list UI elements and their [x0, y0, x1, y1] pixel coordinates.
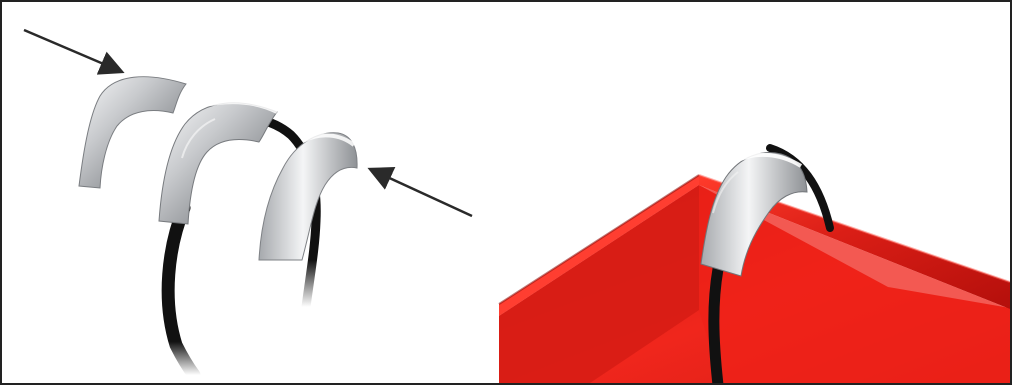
edge-protector-clip	[258, 132, 358, 261]
edge-protector-clip	[700, 152, 808, 277]
red-box-edge	[498, 174, 1010, 383]
edge-protector-clip	[158, 100, 278, 225]
arrow-icon	[23, 28, 125, 75]
arrow-icon	[367, 167, 473, 218]
edge-protector-clip	[78, 70, 189, 189]
black-cable	[708, 144, 834, 383]
